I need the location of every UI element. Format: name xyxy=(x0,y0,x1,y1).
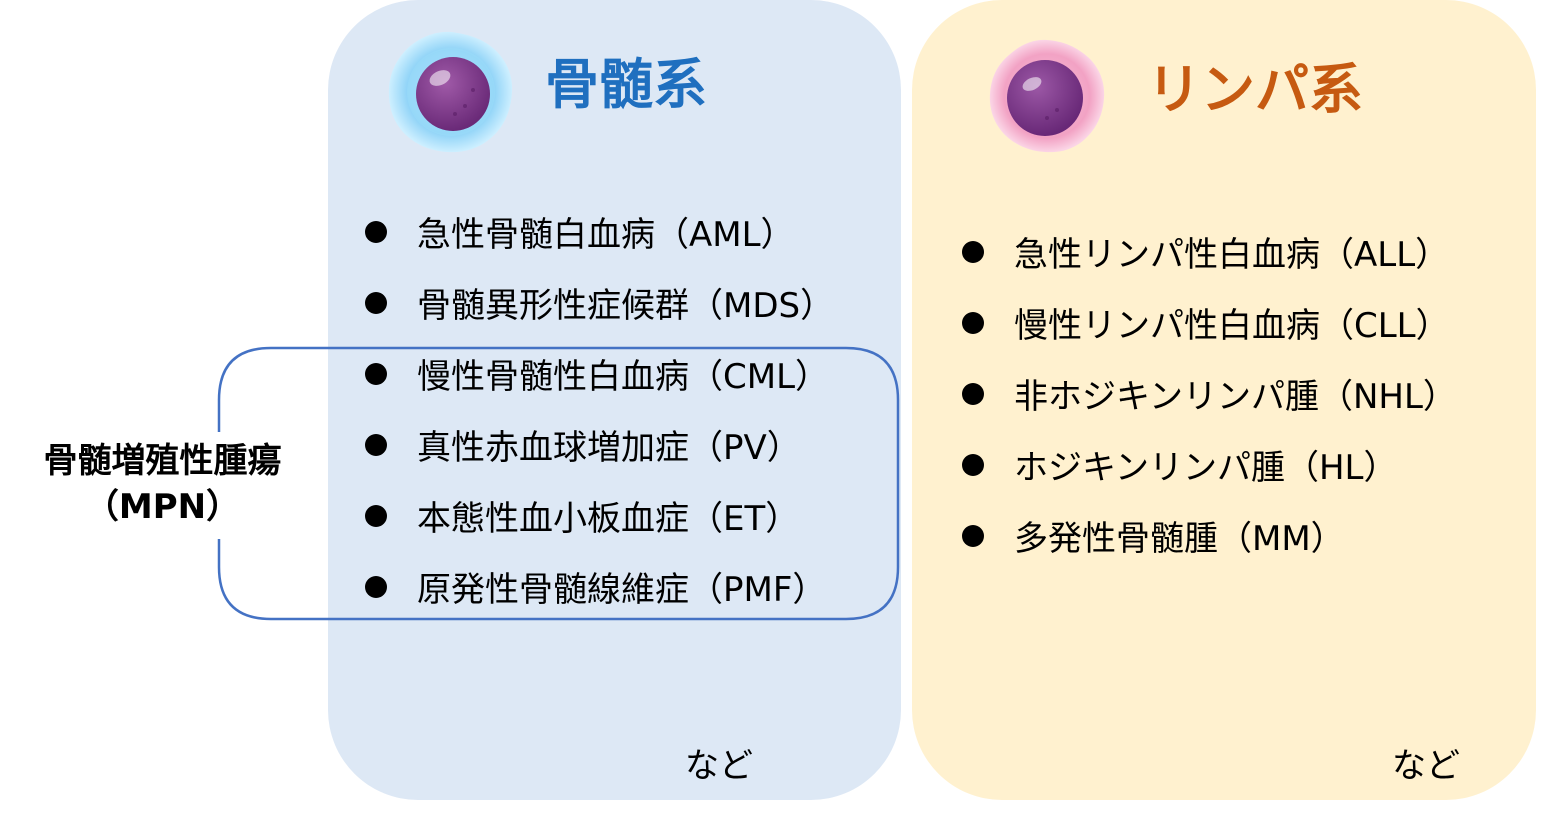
list-item: 急性骨髄白血病（AML） xyxy=(365,196,834,267)
list-item: 急性リンパ性白血病（ALL） xyxy=(962,216,1457,287)
bullet-icon xyxy=(962,240,984,263)
disease-label: 急性リンパ性白血病（ALL） xyxy=(1014,235,1450,275)
disease-label: 骨髄異形性症候群（MDS） xyxy=(417,286,835,326)
bullet-icon xyxy=(962,382,984,405)
bullet-icon xyxy=(365,433,387,456)
bullet-icon xyxy=(365,575,387,598)
bullet-icon xyxy=(365,220,387,243)
disease-label: 急性骨髄白血病（AML） xyxy=(417,215,795,255)
disease-label: 非ホジキンリンパ腫（NHL） xyxy=(1014,377,1457,417)
list-item: 本態性血小板血症（ET） xyxy=(365,480,834,551)
disease-label: 原発性骨髄線維症（PMF） xyxy=(417,570,827,610)
mpn-label-line2: （MPN） xyxy=(84,487,241,527)
list-item: 骨髄異形性症候群（MDS） xyxy=(365,267,834,338)
bullet-icon xyxy=(365,362,387,385)
bullet-icon xyxy=(962,453,984,476)
disease-label: ホジキンリンパ腫（HL） xyxy=(1014,448,1398,488)
list-item: 多発性骨髄腫（MM） xyxy=(962,500,1457,571)
disease-label: 本態性血小板血症（ET） xyxy=(417,499,800,539)
disease-label: 慢性リンパ性白血病（CLL） xyxy=(1014,306,1450,346)
lymphoid-cell-icon xyxy=(989,39,1105,153)
bullet-icon xyxy=(365,291,387,314)
mpn-bracket xyxy=(217,346,900,621)
bullet-icon xyxy=(962,311,984,334)
disease-label: 慢性骨髄性白血病（CML） xyxy=(417,357,830,397)
myeloid-etc-label: など xyxy=(685,746,753,786)
list-item: 慢性リンパ性白血病（CLL） xyxy=(962,287,1457,358)
list-item: ホジキンリンパ腫（HL） xyxy=(962,429,1457,500)
mpn-label: 骨髄増殖性腫瘍 （MPN） xyxy=(10,438,315,530)
myeloid-cell-icon xyxy=(388,31,513,153)
myeloid-title: 骨髄系 xyxy=(545,53,707,116)
myeloid-disease-list: 急性骨髄白血病（AML） 骨髄異形性症候群（MDS） 慢性骨髄性白血病（CML）… xyxy=(365,196,834,622)
list-item: 慢性骨髄性白血病（CML） xyxy=(365,338,834,409)
list-item: 原発性骨髄線維症（PMF） xyxy=(365,551,834,622)
list-item: 真性赤血球増加症（PV） xyxy=(365,409,834,480)
mpn-label-line1: 骨髄増殖性腫瘍 xyxy=(43,441,282,481)
bullet-icon xyxy=(365,504,387,527)
lymphoid-disease-list: 急性リンパ性白血病（ALL） 慢性リンパ性白血病（CLL） 非ホジキンリンパ腫（… xyxy=(962,216,1457,571)
lymphoid-etc-label: など xyxy=(1392,746,1460,786)
bullet-icon xyxy=(962,524,984,547)
disease-label: 多発性骨髄腫（MM） xyxy=(1014,519,1345,559)
list-item: 非ホジキンリンパ腫（NHL） xyxy=(962,358,1457,429)
lymphoid-title: リンパ系 xyxy=(1147,58,1363,121)
disease-label: 真性赤血球増加症（PV） xyxy=(417,428,801,468)
